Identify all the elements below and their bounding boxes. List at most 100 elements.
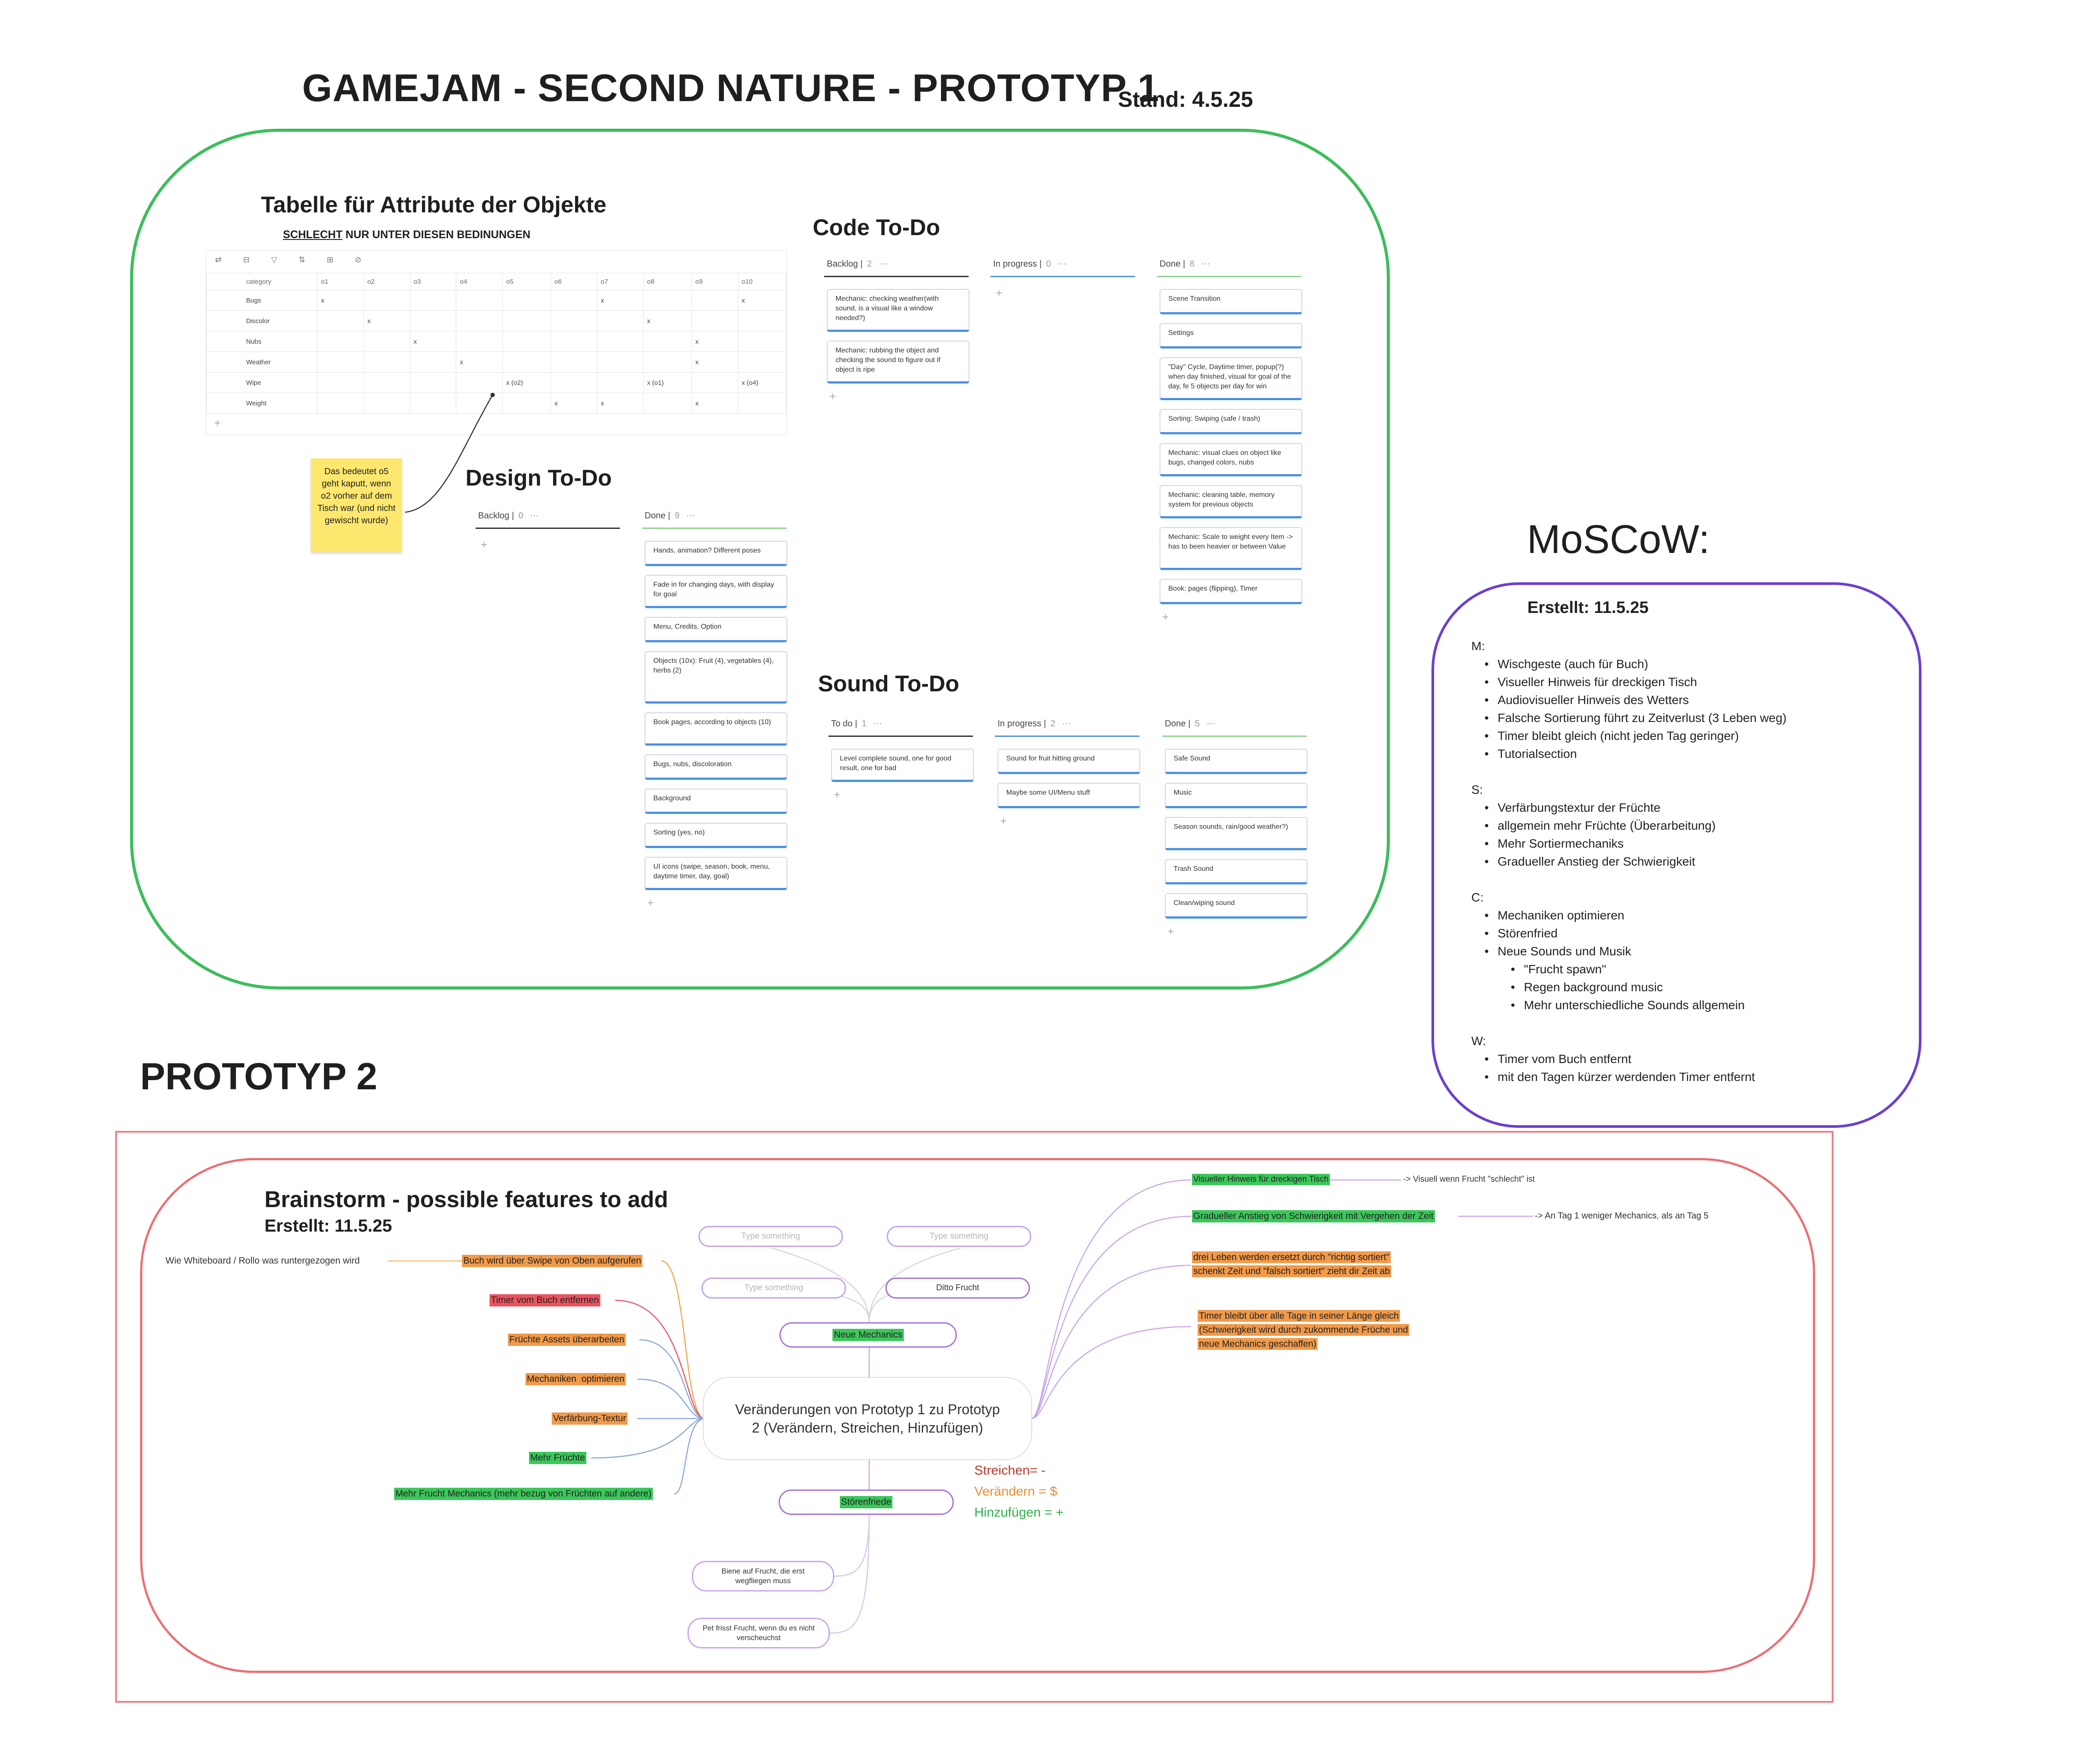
table-cell[interactable] [643, 290, 692, 311]
column-menu-icon[interactable]: ⋯ [684, 511, 695, 521]
mindmap-center-node[interactable]: Veränderungen von Prototyp 1 zu Prototyp… [703, 1377, 1032, 1460]
table-cell[interactable]: x (o4) [737, 372, 787, 393]
kanban-card[interactable]: Mechanic: rubbing the object and checkin… [827, 341, 969, 384]
table-cell[interactable] [643, 331, 692, 352]
table-cell[interactable] [409, 352, 457, 373]
column-menu-icon[interactable]: ⋯ [1204, 719, 1216, 729]
kanban-card[interactable]: Maybe some UI/Menu stuff [998, 783, 1140, 808]
table-cell[interactable] [456, 310, 503, 331]
table-cell[interactable] [363, 331, 410, 352]
kanban-card[interactable]: Safe Sound [1165, 749, 1308, 774]
mindmap-placeholder-node-1[interactable]: Type something [698, 1226, 843, 1247]
add-card-button[interactable]: + [647, 896, 654, 909]
add-card-button[interactable]: + [829, 390, 836, 403]
code-todo-column-header[interactable]: Backlog |2 ⋯ [827, 259, 888, 269]
add-card-button[interactable]: + [1162, 610, 1169, 623]
kanban-card[interactable]: Mechanic: cleaning table, memory system … [1160, 485, 1302, 518]
kanban-card[interactable]: Scene Transition [1160, 289, 1302, 314]
left-item-mehr-fruechte[interactable]: Mehr Früchte [529, 1452, 586, 1464]
sound-todo-column-header[interactable]: To do |1 ⋯ [831, 719, 882, 729]
kanban-card[interactable]: UI icons (swipe, season, book, menu, day… [645, 857, 787, 890]
table-cell[interactable] [456, 331, 503, 352]
kanban-card[interactable]: Season sounds, rain/good weather?) [1165, 817, 1308, 850]
design-todo-column-header[interactable]: Backlog |0 ⋯ [478, 511, 539, 521]
left-item-frucht-mechanics[interactable]: Mehr Frucht Mechanics (mehr bezug von Fr… [394, 1488, 653, 1500]
table-cell[interactable] [550, 310, 597, 331]
left-item-timer-buch[interactable]: Timer vom Buch entfernen [490, 1294, 600, 1306]
table-row-label[interactable]: Weather [206, 352, 318, 373]
mindmap-biene-node[interactable]: Biene auf Frucht, die erst wegfliegen mu… [692, 1561, 834, 1591]
kanban-card[interactable]: Trash Sound [1165, 859, 1308, 884]
kanban-card[interactable]: Mechanic: checking weather(with sound, i… [827, 289, 969, 332]
table-column-header[interactable]: o6 [550, 273, 597, 290]
table-cell[interactable] [409, 393, 457, 414]
kanban-card[interactable]: Book: pages (flipping), Timer [1160, 579, 1302, 604]
mindmap-neue-mechanics-node[interactable]: Neue Mechanics [779, 1322, 957, 1348]
table-cell[interactable] [643, 352, 692, 373]
table-cell[interactable] [737, 352, 787, 373]
kanban-card[interactable]: Mechanic: visual clues on object like bu… [1160, 443, 1302, 476]
table-cell[interactable]: x [691, 393, 738, 414]
mindmap-stoerenfriede-node[interactable]: Störenfriede [779, 1489, 954, 1515]
add-card-button[interactable]: + [1000, 814, 1007, 827]
sound-todo-column-header[interactable]: In progress |2 ⋯ [998, 719, 1071, 729]
column-menu-icon[interactable]: ⋯ [1199, 259, 1210, 269]
mindmap-placeholder-node-2[interactable]: Type something [887, 1226, 1031, 1247]
table-cell[interactable]: x [737, 290, 787, 311]
left-item-buch-swipe[interactable]: Buch wird über Swipe von Oben aufgerufen [462, 1255, 643, 1267]
kanban-card[interactable]: Settings [1160, 323, 1302, 349]
column-menu-icon[interactable]: ⋯ [1055, 259, 1067, 269]
kanban-card[interactable]: Music [1165, 783, 1308, 808]
kanban-card[interactable]: Mechanic: Scale to weight every Item -> … [1160, 527, 1302, 570]
table-cell[interactable] [737, 393, 787, 414]
kanban-card[interactable]: Menu, Credits, Option [645, 617, 787, 642]
right-item-visueller-hinweis[interactable]: Visueller Hinweis für dreckigen Tisch [1192, 1174, 1330, 1185]
table-column-header[interactable]: o4 [456, 273, 503, 290]
table-column-header[interactable]: o1 [317, 273, 364, 290]
add-card-button[interactable]: + [481, 538, 488, 551]
right-item-timer-gleich[interactable]: Timer bleibt über alle Tage in seiner Lä… [1198, 1309, 1425, 1351]
table-cell[interactable]: x [691, 352, 738, 373]
column-menu-icon[interactable]: ⋯ [528, 511, 539, 521]
sticky-note[interactable]: Das bedeutet o5 geht kaputt, wenn o2 vor… [311, 458, 402, 552]
right-item-gradueller-anstieg[interactable]: Gradueller Anstieg von Schwierigkeit mit… [1192, 1210, 1435, 1222]
add-card-button[interactable]: + [996, 286, 1003, 299]
kanban-card[interactable]: Book pages, according to objects (10) [645, 712, 787, 746]
kanban-card[interactable]: "Day" Cycle, Daytime timer, popup(?) whe… [1160, 357, 1302, 400]
column-menu-icon[interactable]: ⋯ [1059, 719, 1071, 729]
kanban-card[interactable]: Sound for fruit hitting ground [998, 749, 1140, 774]
kanban-card[interactable]: Background [645, 789, 787, 814]
kanban-card[interactable]: Sorting (yes, no) [645, 823, 787, 848]
kanban-card[interactable]: Bugs, nubs, discoloration [645, 754, 787, 780]
design-todo-column-header[interactable]: Done |9 ⋯ [645, 511, 695, 521]
table-column-header[interactable]: o5 [502, 273, 551, 290]
table-cell[interactable] [502, 393, 551, 414]
table-cell[interactable]: x (o2) [502, 372, 551, 393]
table-cell[interactable] [737, 310, 787, 331]
table-toolbar[interactable]: ⇄ ⊟ ▽ ⇅ ⊞ ⊘ [215, 255, 371, 264]
table-cell[interactable] [643, 393, 692, 414]
table-cell[interactable] [317, 393, 364, 414]
code-todo-column-header[interactable]: Done |8 ⋯ [1160, 259, 1210, 269]
column-menu-icon[interactable]: ⋯ [871, 719, 882, 729]
sound-todo-column-header[interactable]: Done |5 ⋯ [1165, 719, 1216, 729]
table-cell[interactable]: x [596, 290, 644, 311]
table-cell[interactable]: x [456, 352, 503, 373]
table-cell[interactable] [550, 352, 597, 373]
left-item-verfaerbung[interactable]: Verfärbung-Textur [552, 1412, 628, 1425]
table-cell[interactable] [317, 352, 364, 373]
left-item-fruechte-assets[interactable]: Früchte Assets überarbeiten [508, 1334, 626, 1346]
table-cell[interactable] [502, 310, 551, 331]
table-column-header[interactable]: o7 [596, 273, 644, 290]
mindmap-pet-node[interactable]: Pet frisst Frucht, wenn du es nicht vers… [687, 1618, 830, 1648]
table-row-label[interactable]: Wipe [206, 372, 318, 393]
mindmap-placeholder-node-3[interactable]: Type something [702, 1278, 846, 1299]
table-add-row-button[interactable]: + [214, 416, 221, 430]
table-column-header[interactable]: o8 [643, 273, 692, 290]
mindmap-ditto-frucht-node[interactable]: Ditto Frucht [885, 1278, 1030, 1299]
add-card-button[interactable]: + [1167, 925, 1174, 938]
right-item-drei-leben[interactable]: drei Leben werden ersetzt durch "richtig… [1192, 1250, 1420, 1278]
table-row-label[interactable]: Nubs [206, 331, 318, 352]
table-column-header[interactable]: o10 [737, 273, 787, 290]
table-cell[interactable] [363, 393, 410, 414]
